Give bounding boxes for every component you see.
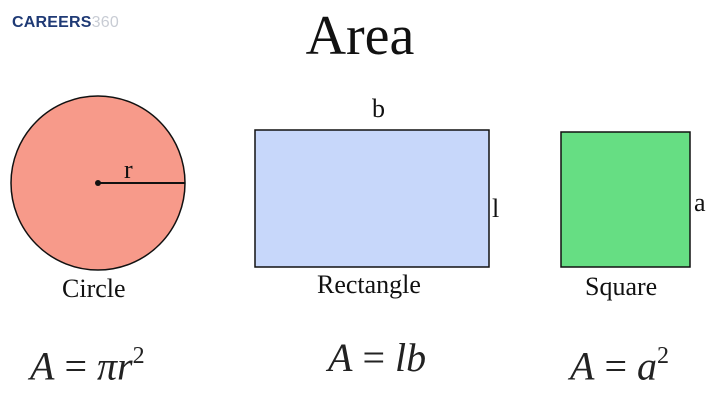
- square-shape: [560, 131, 691, 268]
- rectangle-length-label: l: [492, 194, 500, 223]
- rectangle-area-formula: A = lb: [328, 335, 426, 381]
- formula-equals: =: [64, 343, 87, 389]
- circle-center-dot: [95, 180, 101, 186]
- circle-radius-label: r: [124, 155, 133, 184]
- formula-lhs: A: [30, 343, 55, 389]
- formula-exponent: 2: [132, 343, 145, 369]
- careers360-logo: CAREERS360: [12, 13, 119, 33]
- rectangle-width-label: b: [372, 94, 385, 123]
- formula-equals: =: [362, 335, 385, 380]
- formula-exponent: 2: [657, 343, 669, 369]
- formula-radius: r: [117, 343, 133, 389]
- formula-width: b: [406, 335, 427, 380]
- formula-equals: =: [604, 343, 627, 389]
- rectangle-name: Rectangle: [317, 270, 421, 299]
- page-title: Area: [305, 5, 415, 67]
- formula-length: l: [395, 335, 407, 380]
- square-area-formula: A = a2: [570, 335, 669, 389]
- rectangle-shape: [254, 129, 490, 268]
- square-side-label: a: [694, 188, 706, 217]
- circle-name: Circle: [62, 274, 126, 303]
- formula-lhs: A: [328, 335, 353, 380]
- logo-brand-text: CAREERS: [12, 14, 92, 31]
- formula-pi: π: [97, 343, 118, 389]
- square-name: Square: [585, 272, 658, 301]
- logo-number-text: 360: [91, 14, 119, 31]
- formula-side: a: [637, 343, 657, 389]
- circle-area-formula: A = πr2: [30, 335, 145, 389]
- formula-lhs: A: [570, 343, 595, 389]
